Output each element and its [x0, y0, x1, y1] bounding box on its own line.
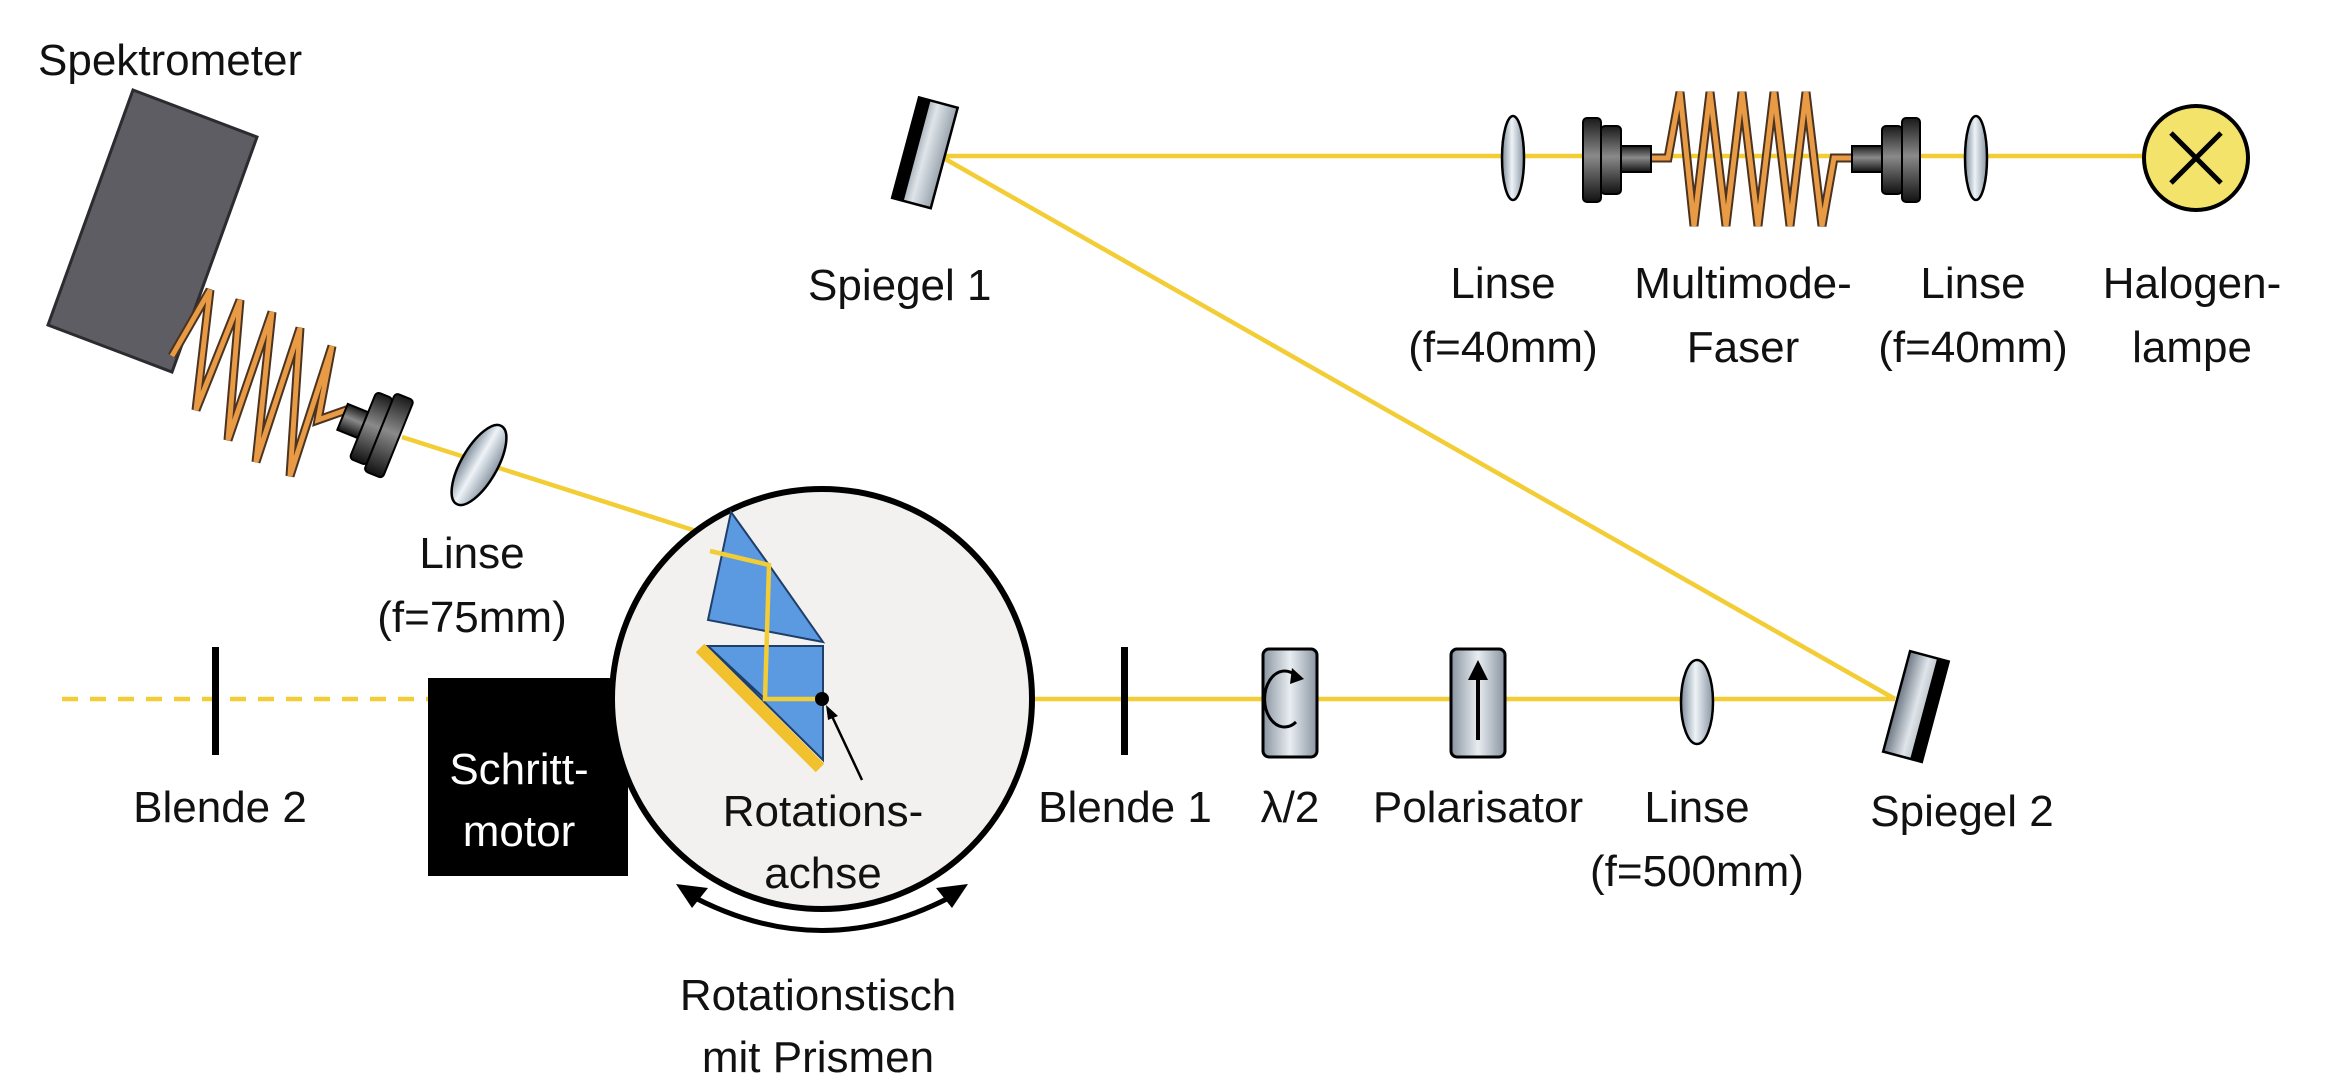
prism-mirror	[695, 643, 825, 773]
label-multimode-faser-2: Faser	[1687, 323, 1799, 372]
stepper-motor-box	[428, 678, 628, 876]
beam-in-prism	[709, 548, 822, 702]
label-schrittmotor: Schritt-	[449, 745, 588, 794]
rotation-arrow-right	[936, 884, 968, 908]
axis-pointer-head	[826, 705, 838, 720]
label-rotationsachse: Rotations-	[723, 787, 924, 836]
lens-500mm	[1679, 658, 1715, 746]
fiber-coupler-right	[1851, 145, 1883, 173]
blende-1	[1121, 647, 1128, 755]
label-linse-75-f: (f=75mm)	[377, 593, 566, 642]
label-halogenlampe-2: lampe	[2132, 323, 2252, 372]
label-rotationsachse-2: achse	[764, 849, 881, 898]
label-spektrometer: Spektrometer	[38, 36, 302, 85]
label-blende-2: Blende 2	[133, 783, 307, 832]
mirror-1	[890, 95, 960, 210]
fiber-coupler-left	[1582, 117, 1602, 203]
label-linse-500: Linse	[1644, 783, 1749, 832]
lens-75mm	[450, 423, 508, 507]
label-spiegel-1: Spiegel 1	[808, 261, 991, 310]
spectrometer-coupler	[336, 391, 414, 479]
label-linse-75: Linse	[419, 529, 524, 578]
halogen-lamp	[2142, 104, 2250, 212]
spectrometer-box	[46, 88, 259, 374]
label-linse-500-f: (f=500mm)	[1590, 847, 1804, 896]
rotation-arc	[684, 890, 960, 933]
prism-upper	[706, 509, 826, 644]
label-linse-fiber-in: Linse	[1450, 259, 1555, 308]
polarizer	[1449, 647, 1507, 759]
label-spiegel-2: Spiegel 2	[1870, 787, 2053, 836]
label-schrittmotor-2: motor	[463, 807, 575, 856]
spectrometer	[46, 88, 414, 479]
label-rotationstisch-2: mit Prismen	[702, 1033, 934, 1082]
label-linse-lamp-f: (f=40mm)	[1878, 323, 2067, 372]
half-wave-plate	[1261, 647, 1319, 759]
rotation-axis-dot	[815, 692, 829, 706]
rotation-table	[428, 486, 1035, 933]
rotation-arrow-left	[676, 884, 708, 908]
label-blende-1: Blende 1	[1038, 783, 1212, 832]
label-lambda-halbe: λ/2	[1261, 783, 1320, 832]
mirror-2	[1881, 649, 1951, 764]
axis-pointer-line	[828, 711, 864, 781]
lens-fiber-in	[1500, 114, 1526, 202]
label-polarisator: Polarisator	[1373, 783, 1583, 832]
multimode-fiber	[1582, 91, 1921, 227]
beam-diagonal	[938, 154, 1897, 701]
label-linse-fiber-in-f: (f=40mm)	[1408, 323, 1597, 372]
lens-lamp	[1963, 114, 1989, 202]
label-halogenlampe: Halogen-	[2103, 259, 2282, 308]
label-rotationstisch: Rotationstisch	[680, 971, 956, 1020]
label-linse-lamp: Linse	[1920, 259, 2025, 308]
blende-2	[212, 647, 219, 755]
label-multimode-faser: Multimode-	[1634, 259, 1852, 308]
rotation-icon	[1263, 669, 1298, 729]
